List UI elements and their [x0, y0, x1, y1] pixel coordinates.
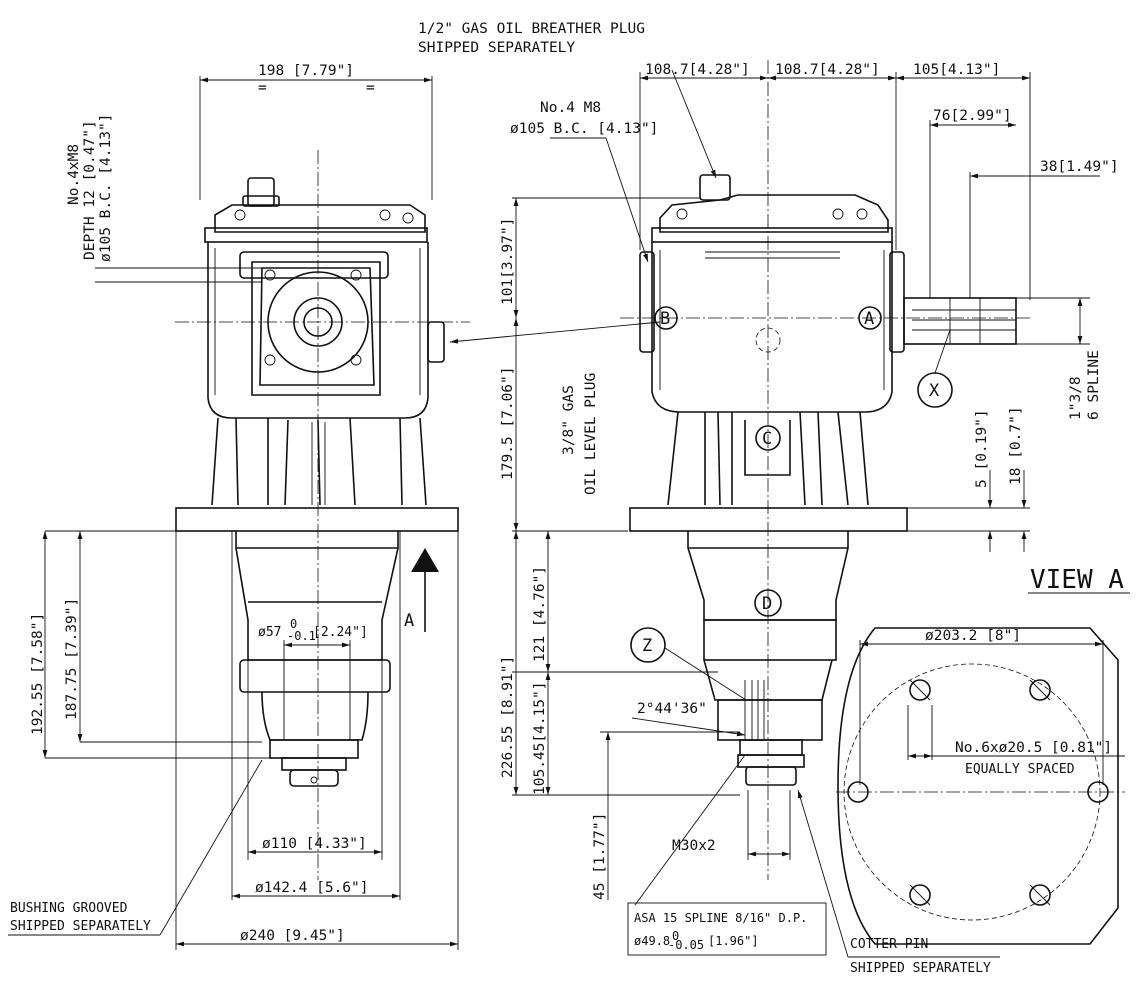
- dim-5: 5 [0.19"]: [974, 409, 990, 488]
- dim-57-in: [2.24"]: [313, 625, 368, 640]
- dim-101: 101[3.97"]: [500, 218, 516, 305]
- mark-a: A: [864, 309, 874, 329]
- dim-240: ø240 [9.45"]: [240, 928, 345, 944]
- mark-c: C: [762, 429, 772, 449]
- spline-line1: 1"3/8: [1068, 376, 1084, 420]
- dim-121: 121 [4.76"]: [532, 566, 548, 662]
- asa-note-box: [627, 902, 827, 956]
- equal-mark-right: =: [366, 80, 375, 96]
- left-note-line1: No.4xM8: [66, 144, 82, 205]
- dim-203-2: ø203.2 [8"]: [925, 628, 1021, 644]
- dim-187-75: 187.75 [7.39"]: [64, 598, 80, 720]
- breather-note-line1: 1/2" GAS OIL BREATHER PLUG: [418, 21, 645, 37]
- asa-in: [1.96"]: [708, 934, 759, 948]
- mark-b: B: [660, 309, 670, 329]
- asa-line2: ø49.8: [634, 934, 670, 948]
- dim-105-45: 105.45[4.15"]: [532, 682, 548, 796]
- dim-45: 45 [1.77"]: [592, 813, 608, 900]
- bushing-line2: SHIPPED SEPARATELY: [10, 919, 151, 934]
- mark-x: X: [929, 381, 940, 401]
- left-note-line2: DEPTH 12 [0.47"]: [82, 120, 98, 260]
- dim-110: ø110 [4.33"]: [262, 836, 367, 852]
- arrow-a-label: A: [404, 611, 414, 631]
- asa-line1: ASA 15 SPLINE 8/16" D.P.: [634, 911, 807, 925]
- front-view: [512, 60, 1100, 958]
- dim-57-tol-top: 0: [290, 617, 297, 631]
- annotations: 1/2" GAS OIL BREATHER PLUG SHIPPED SEPAR…: [10, 21, 1124, 976]
- cotter-line2: SHIPPED SEPARATELY: [850, 961, 991, 976]
- dim-57: ø57: [258, 625, 281, 640]
- left-note-line3: ø105 B.C. [4.13"]: [98, 114, 114, 262]
- angle-label: 2°44'36": [637, 701, 707, 717]
- spline-line2: 6 SPLINE: [1086, 350, 1102, 420]
- equal-mark-left: =: [258, 80, 267, 96]
- dim-198: 198 [7.79"]: [258, 63, 354, 79]
- dim-76: 76[2.99"]: [933, 108, 1012, 124]
- dim-57-tol-bot: -0.1: [287, 629, 316, 643]
- holes-label: No.6xø20.5 [0.81"]: [955, 740, 1112, 756]
- left-side-view: [8, 76, 661, 950]
- m8-note-line2: ø105 B.C. [4.13"]: [510, 121, 658, 137]
- cotter-line1: COTTER PIN: [850, 937, 928, 952]
- asa-tol-bot: -0.05: [668, 938, 704, 952]
- dim-226-55: 226.55 [8.91"]: [500, 656, 516, 778]
- m30-label: M30x2: [672, 838, 716, 854]
- dim-105-top: 105[4.13"]: [913, 62, 1000, 78]
- oil-level-line2: OIL LEVEL PLUG: [583, 373, 599, 495]
- breather-note-line2: SHIPPED SEPARATELY: [418, 40, 575, 56]
- dim-108-right: 108.7[4.28"]: [775, 62, 880, 78]
- m8-note-line1: No.4 M8: [540, 100, 601, 116]
- mark-d: D: [762, 594, 772, 614]
- oil-level-line1: 3/8" GAS: [561, 385, 577, 455]
- dim-179-5: 179.5 [7.06"]: [500, 367, 516, 481]
- equally-spaced: EQUALLY SPACED: [965, 762, 1075, 777]
- bushing-line1: BUSHING GROOVED: [10, 901, 128, 916]
- asa-tol-top: 0: [672, 929, 679, 943]
- view-a-title: VIEW A: [1030, 565, 1124, 595]
- dim-18: 18 [0.7"]: [1008, 406, 1024, 485]
- dim-108-left: 108.7[4.28"]: [645, 62, 750, 78]
- view-a-flange: [836, 592, 1130, 945]
- mark-z: Z: [642, 636, 652, 656]
- dim-192-55: 192.55 [7.58"]: [30, 613, 46, 735]
- dim-142-4: ø142.4 [5.6"]: [255, 880, 369, 896]
- dim-38: 38[1.49"]: [1040, 159, 1119, 175]
